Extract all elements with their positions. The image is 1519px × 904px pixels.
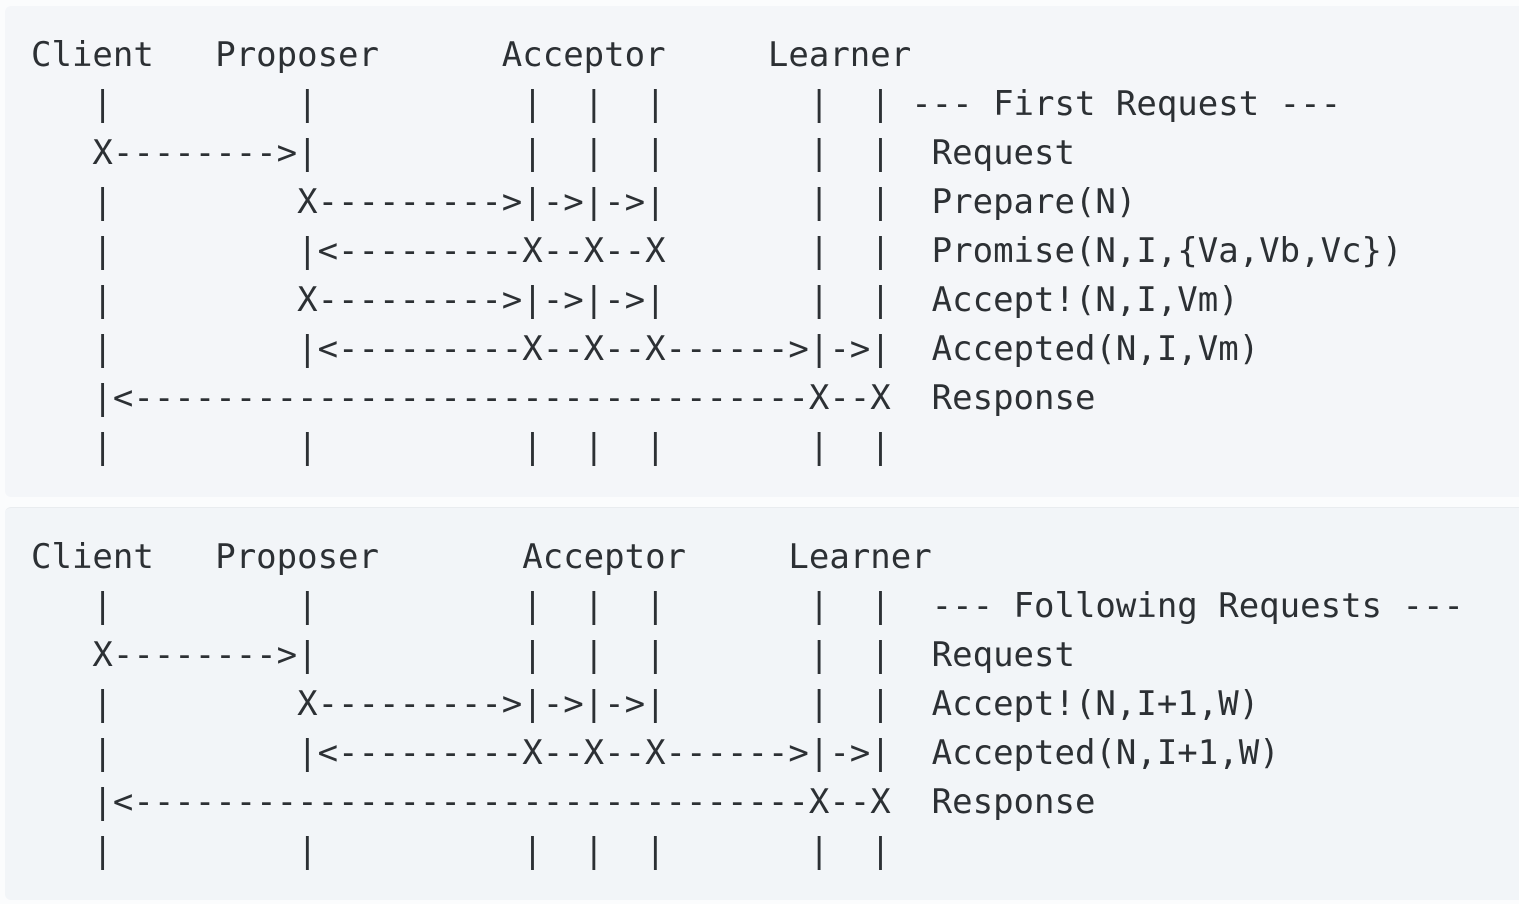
paxos-first-request-sequence-diagram: Client Proposer Acceptor Learner | | | |… [5,6,1519,497]
paxos-following-requests-sequence-diagram: Client Proposer Acceptor Learner | | | |… [5,507,1519,900]
